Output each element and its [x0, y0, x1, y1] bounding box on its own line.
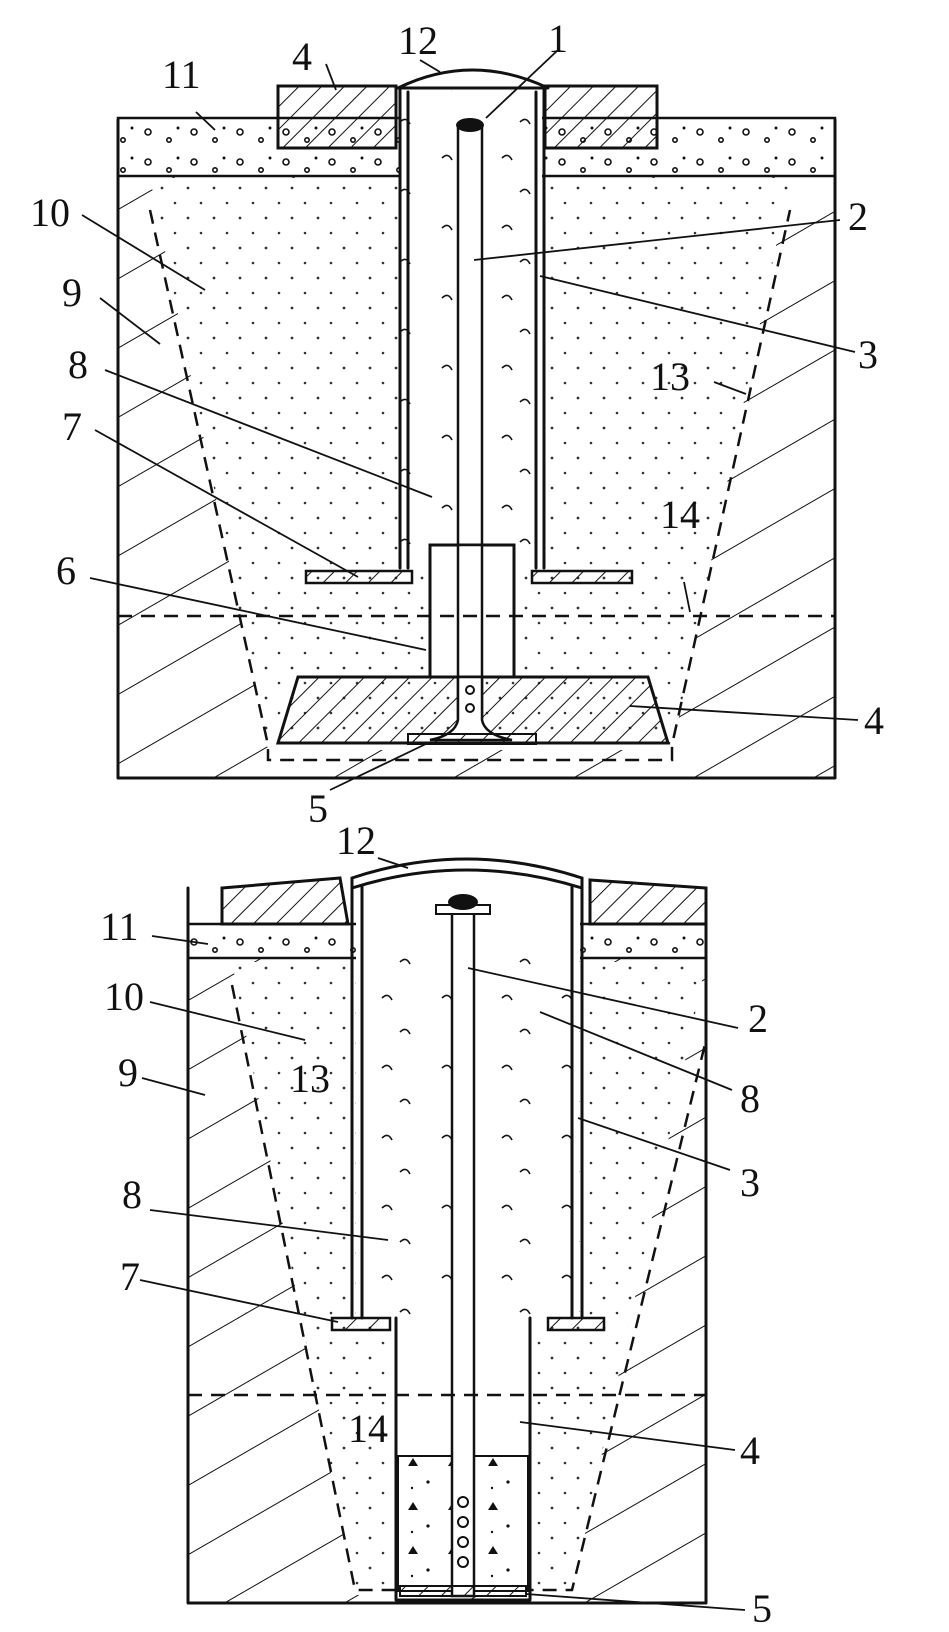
rod-head [448, 894, 478, 910]
cover-cap [396, 68, 550, 90]
paving-right [588, 878, 708, 926]
label-5: 5 [752, 1586, 772, 1631]
label-12: 12 [398, 18, 438, 63]
figure-1: 12 1 4 11 10 9 8 7 6 2 3 13 14 4 5 [30, 16, 884, 831]
label-4-bottom: 4 [864, 698, 884, 743]
label-8-left: 8 [122, 1172, 142, 1217]
label-9: 9 [118, 1050, 138, 1095]
excavation-boundary [148, 209, 792, 762]
leader-lines [81, 49, 859, 791]
label-6: 6 [56, 548, 76, 593]
flange-right [546, 1316, 606, 1332]
rod [450, 910, 476, 1598]
label-4: 4 [740, 1428, 760, 1473]
top-collar-left [276, 84, 398, 150]
base-plate [399, 1585, 527, 1597]
label-2: 2 [748, 996, 768, 1041]
figure-2: 12 11 10 9 13 8 7 14 2 8 3 4 5 [100, 818, 772, 1631]
flange-left [330, 1316, 392, 1332]
label-10: 10 [30, 190, 70, 235]
label-9: 9 [62, 270, 82, 315]
label-11: 11 [162, 52, 201, 97]
label-1: 1 [548, 16, 568, 61]
lower-chamber [394, 1316, 532, 1602]
label-13: 13 [650, 354, 690, 399]
flange-right [530, 569, 634, 585]
base-plate [407, 733, 537, 745]
label-2: 2 [848, 194, 868, 239]
label-10: 10 [104, 974, 144, 1019]
paving-left [220, 876, 350, 926]
label-3: 3 [858, 332, 878, 377]
label-8-right: 8 [740, 1076, 760, 1121]
label-5: 5 [308, 786, 328, 831]
top-collar-right [543, 84, 659, 150]
outer-casing [398, 88, 546, 570]
label-12: 12 [336, 818, 376, 863]
label-7: 7 [62, 404, 82, 449]
outer-casing [350, 878, 584, 1320]
cover-cap [350, 857, 584, 891]
label-11: 11 [100, 904, 139, 949]
label-14: 14 [348, 1406, 388, 1451]
leader-lines [139, 857, 746, 1611]
label-4-top: 4 [292, 34, 312, 79]
label-3: 3 [740, 1160, 760, 1205]
label-7: 7 [120, 1254, 140, 1299]
rod-head [456, 118, 484, 132]
label-14: 14 [660, 492, 700, 537]
label-13: 13 [290, 1056, 330, 1101]
flange-left [304, 569, 414, 585]
label-8: 8 [68, 342, 88, 387]
